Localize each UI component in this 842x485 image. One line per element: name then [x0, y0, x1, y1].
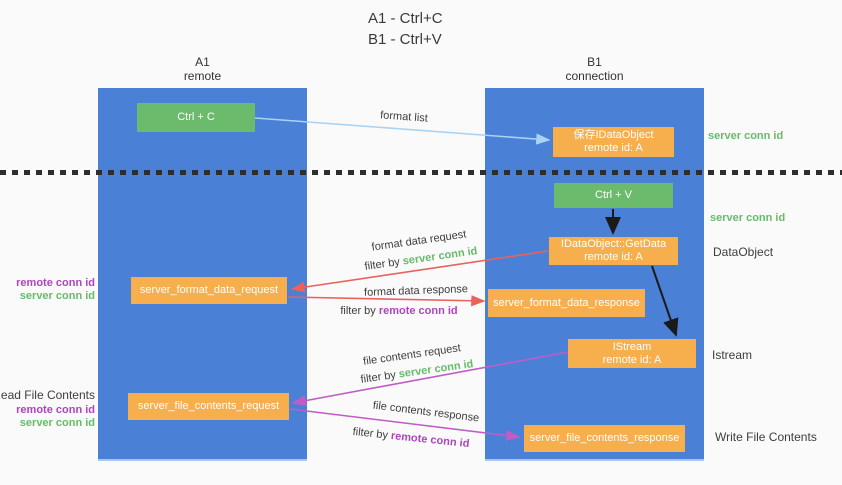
label-server-conn-id-top: server conn id [708, 130, 784, 142]
node-getdata-line1: IDataObject::GetData [560, 238, 667, 250]
label-server-conn-id-mid: server conn id [710, 212, 786, 224]
lane-b-label: connection [565, 69, 624, 83]
node-server-file-contents-response: server_file_contents_response [524, 425, 685, 452]
node-server-format-data-request: server_format_data_request [131, 277, 287, 304]
diagram-title: A1 - Ctrl+C B1 - Ctrl+V [368, 8, 443, 50]
node-ctrl-c: Ctrl + C [137, 103, 255, 132]
filter-prefix: filter by [359, 369, 397, 386]
node-file-response-label: server_file_contents_response [529, 432, 680, 444]
filter-prefix: filter by [352, 425, 389, 442]
node-format-response-label: server_format_data_response [493, 296, 640, 309]
label-conn-id-pair-1: remote conn id server conn id [16, 277, 95, 303]
label-conn-id-pair-2: remote conn id server conn id [16, 404, 95, 430]
node-server-file-contents-request: server_file_contents_request [128, 393, 289, 420]
node-idataobject-getdata: IDataObject::GetData remote id: A [549, 237, 678, 265]
filter-key-remote-conn-id: remote conn id [390, 429, 470, 451]
filter-key-remote-conn-id: remote conn id [378, 305, 458, 317]
label-format-data-response-text: format data response [363, 283, 469, 299]
label-istream: Istream [712, 348, 753, 362]
node-server-format-data-response: server_format_data_response [488, 289, 645, 317]
node-getdata-line2: remote id: A [584, 251, 643, 263]
node-format-request-label: server_format_data_request [139, 284, 279, 296]
node-ctrl-v: Ctrl + V [554, 183, 673, 208]
label-file-contents-response: file contents response [372, 400, 480, 425]
node-save-idataobject-line2: remote id: A [584, 142, 643, 154]
node-save-idataobject-line1: 保存IDataObject [573, 129, 654, 141]
label-write-file-contents: Write File Contents [715, 430, 817, 444]
lane-b-id: B1 [587, 55, 602, 69]
label-format-data-response: format data response [364, 283, 468, 299]
lane-a-header: A1 remote [98, 55, 307, 83]
node-ctrl-v-label: Ctrl + V [595, 189, 632, 201]
node-istream: IStream remote id: A [568, 339, 696, 368]
lane-b-header: B1 connection [485, 55, 704, 83]
filter-key-server-conn-id: server conn id [401, 245, 479, 268]
label-remote-conn-id-2: remote conn id [16, 404, 95, 416]
node-ctrl-c-label: Ctrl + C [177, 111, 215, 123]
node-istream-line1: IStream [612, 340, 652, 353]
label-dataobject: DataObject [713, 245, 774, 259]
session-divider-dotted-line [0, 170, 842, 175]
node-istream-line2: remote id: A [602, 353, 662, 366]
label-server-conn-id-left-2: server conn id [19, 417, 95, 429]
lane-a-id: A1 [195, 55, 210, 69]
label-file-contents-response-text: file contents response [372, 399, 480, 425]
filter-prefix: filter by [363, 256, 401, 273]
label-format-list: format list [380, 109, 428, 124]
title-line-1: A1 - Ctrl+C [368, 10, 443, 27]
filter-key-server-conn-id: server conn id [397, 358, 475, 381]
title-line-2: B1 - Ctrl+V [368, 31, 442, 48]
filter-prefix: filter by [340, 305, 376, 317]
label-server-conn-id-left-1: server conn id [19, 290, 95, 302]
node-save-idataobject: 保存IDataObject remote id: A [553, 127, 674, 157]
label-read-file-contents: Read File Contents [0, 388, 95, 402]
lane-a-label: remote [183, 69, 222, 83]
node-file-request-label: server_file_contents_request [137, 400, 280, 412]
label-remote-conn-id-1: remote conn id [16, 277, 95, 289]
label-format-list-text: format list [379, 109, 429, 125]
